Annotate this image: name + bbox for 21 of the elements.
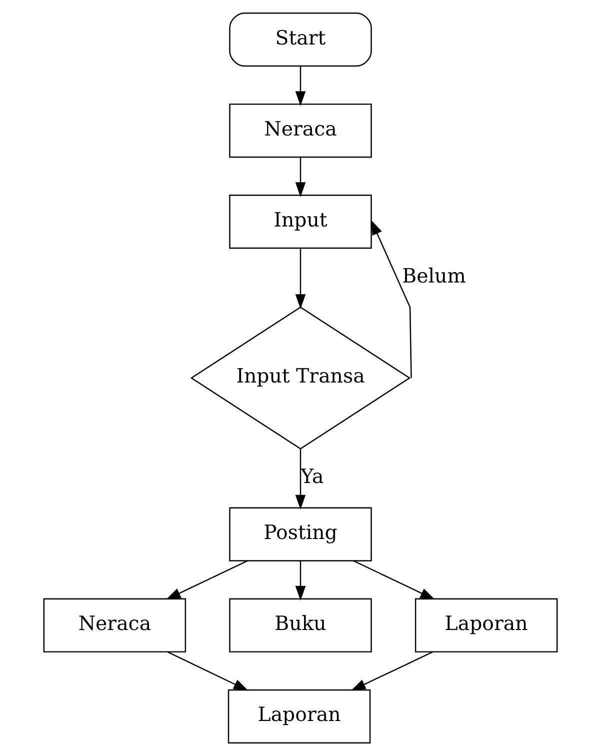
node-box: Start: [228, 12, 372, 67]
node-diamond: Input Transa: [190, 306, 410, 450]
arrow: [294, 248, 306, 310]
node-box: Neraca: [228, 104, 372, 158]
node-box: Neraca: [42, 598, 186, 652]
arrow: [165, 560, 248, 600]
edge-label: Belum: [402, 264, 466, 288]
arrow: [350, 651, 432, 691]
node-box: Laporan: [414, 598, 558, 652]
arrow: [294, 158, 306, 198]
node-box: Laporan: [227, 689, 370, 744]
arrow: [352, 560, 435, 600]
node-box: Input: [228, 194, 372, 249]
arrow: [294, 561, 306, 601]
node-box: Buku: [228, 598, 372, 652]
arrow: [294, 66, 306, 106]
arrow: [166, 651, 248, 691]
edge-label: Ya: [300, 464, 324, 488]
arrow: [370, 220, 412, 378]
node-box: Posting: [228, 507, 372, 562]
arrow: [294, 448, 306, 510]
